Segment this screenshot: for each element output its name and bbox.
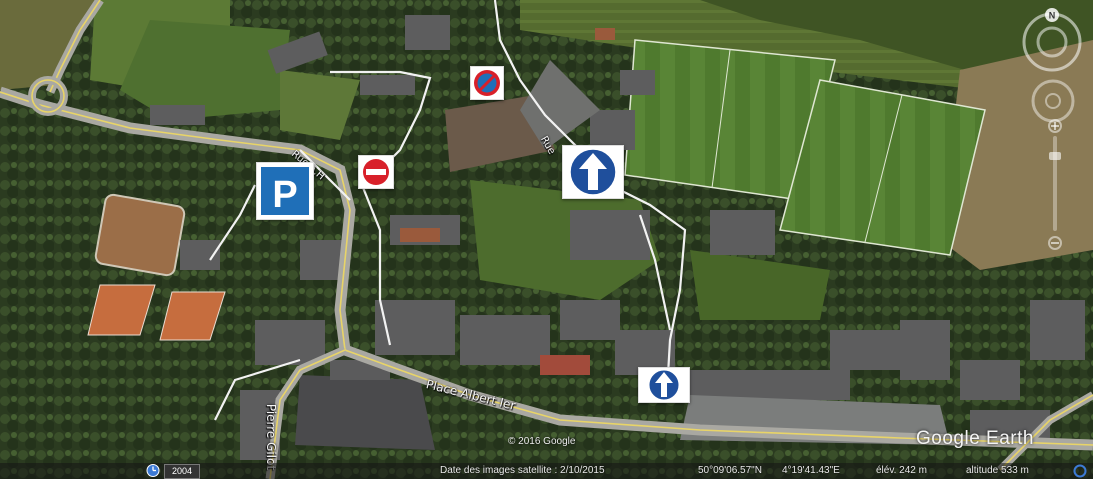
street-label-pierre-gilot: Pierre Gilot	[264, 403, 279, 471]
one-way-ahead-sign-top	[562, 145, 624, 199]
historical-imagery-icon[interactable]	[146, 464, 160, 477]
no-parking-icon	[474, 70, 500, 96]
status-bar-globe-icon[interactable]	[1072, 464, 1088, 478]
parking-sign: P	[256, 162, 314, 220]
imagery-date: Date des images satellite : 2/10/2015	[440, 465, 605, 476]
parking-icon: P	[261, 167, 309, 216]
arrow-up-icon	[648, 369, 680, 401]
no-entry-sign	[358, 155, 394, 189]
latitude-readout: 50°09'06.57"N	[698, 465, 762, 476]
arrow-up-icon	[569, 148, 617, 196]
google-earth-logo: Google Earth	[916, 428, 1034, 449]
historical-year-button[interactable]: 2004	[164, 464, 200, 479]
status-bar: Date des images satellite : 2/10/2015 50…	[0, 463, 1093, 479]
svg-text:P: P	[272, 174, 297, 216]
one-way-ahead-sign-bottom	[638, 367, 690, 403]
altitude-readout: altitude 533 m	[966, 465, 1029, 476]
longitude-readout: 4°19'41.43"E	[782, 465, 840, 476]
zoom-slider[interactable]	[1044, 118, 1066, 253]
no-entry-icon	[363, 159, 389, 185]
north-icon: N	[1049, 11, 1056, 21]
compass-control[interactable]: N	[1012, 6, 1092, 74]
elevation-readout: élév. 242 m	[876, 465, 927, 476]
copyright-text: © 2016 Google	[508, 436, 576, 447]
no-parking-sign	[470, 66, 504, 100]
